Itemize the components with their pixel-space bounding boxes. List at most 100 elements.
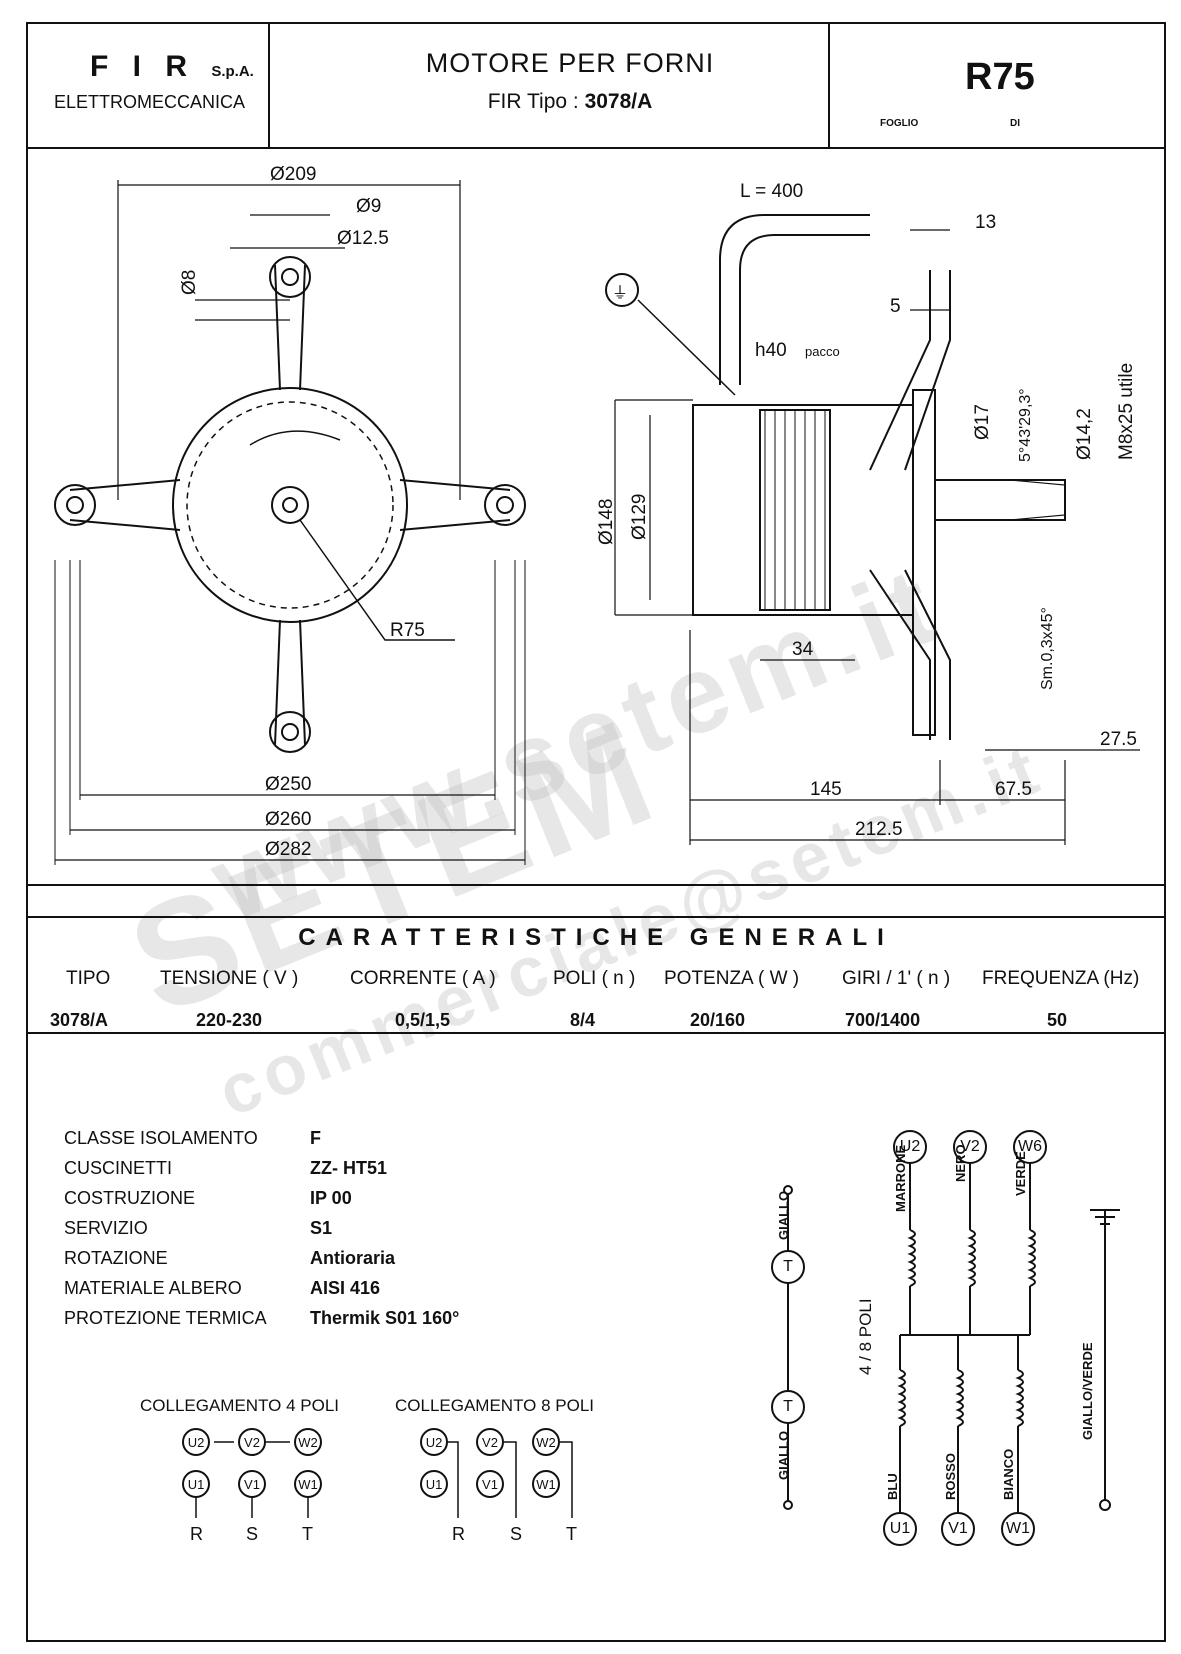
cable [719,214,870,385]
motor-body-outline [172,387,408,623]
terminal-4p-w2: W2 [294,1428,322,1456]
wire-label-rosso: ROSSO [943,1453,958,1500]
phase-4p-s: S [246,1524,259,1544]
col-poli: POLI ( n ) [553,968,636,989]
dim-d9: Ø9 [356,196,381,217]
val-tensione: 220-230 [196,1010,263,1030]
prop-value-bearings: ZZ- HT51 [310,1158,388,1178]
phase-4p-r: R [190,1524,203,1544]
phase-4p-t: T [302,1524,313,1544]
terminal-4p-v2: V2 [238,1428,266,1456]
dim-r75: R75 [390,620,425,641]
specs-bottom-divider [28,1032,1164,1034]
terminal-4p-u2: U2 [182,1428,210,1456]
wiring-terminal-w6: W6 [1013,1130,1047,1164]
wire-label-giallo-top: GIALLO [776,1190,791,1240]
company-name: F I R S.p.A. [90,50,254,83]
specs-title: CARATTERISTICHE GENERALI [298,924,894,951]
motor-inner-dashed [186,401,394,609]
drawing-code: R75 [965,56,1035,98]
dim-pacco: pacco [805,344,840,359]
col-potenza: POTENZA ( W ) [664,968,800,989]
thermal-protector-top: T [771,1250,805,1284]
company-division: ELETTROMECCANICA [54,92,246,112]
prop-label-construction: COSTRUZIONE [64,1188,196,1208]
terminal-4p-u1: U1 [182,1470,210,1498]
prop-value-thermal-protection: Thermik S01 160° [310,1308,460,1328]
terminal-8p-v2: V2 [476,1428,504,1456]
terminal-8p-v1: V1 [476,1470,504,1498]
dim-d125: Ø12.5 [337,228,389,249]
bottom-lug [269,711,311,753]
col-frequenza: FREQUENZA (Hz) [982,968,1140,989]
wire-label-bianco: BIANCO [1001,1448,1016,1500]
mounting-bracket-top [869,270,951,471]
wire-label-blu: BLU [885,1473,900,1500]
shaft-hub [271,486,309,524]
eight-pole-title: COLLEGAMENTO 8 POLI [395,1396,595,1415]
wire-label-giallo-bottom: GIALLO [776,1430,791,1480]
prop-value-construction: IP 00 [310,1188,352,1208]
dim-d675: 67.5 [995,779,1032,800]
document-title: MOTORE PER FORNI [425,48,715,78]
wiring-terminal-u2: U2 [893,1130,927,1164]
wiring-terminal-u1: U1 [883,1512,917,1546]
dim-d5: 5 [890,296,901,317]
drawing-frame [26,22,1166,1642]
prop-label-service: SERVIZIO [64,1218,148,1238]
val-tipo: 3078/A [50,1010,109,1030]
prop-value-insulation: F [310,1128,321,1148]
sheet-label: FOGLIO [880,118,919,129]
wiring-schematic [783,1148,1120,1530]
terminal-8p-u2: U2 [420,1428,448,1456]
company-suffix: S.p.A. [211,63,254,80]
wire-label-ground: GIALLO/VERDE [1080,1342,1095,1440]
dim-m8: M8x25 utile [1116,363,1137,460]
val-frequenza: 50 [1047,1010,1068,1030]
dim-d17: Ø17 [972,404,993,440]
fan-plate [912,389,936,736]
wire-label-nero: NERO [953,1144,968,1182]
bottom-arm [274,619,306,746]
terminal-8p-w1: W1 [532,1470,560,1498]
prop-label-thermal-protection: PROTEZIONE TERMICA [64,1308,267,1328]
dim-sm: Sm.0,3x45° [1039,607,1056,690]
terminal-8p-u1: U1 [420,1470,448,1498]
ground-icon: ⏚ [612,284,628,302]
shaft-side [934,479,1066,521]
wire-label-marrone: MARRONE [893,1144,908,1212]
technical-drawing: ⏚ Ø209 Ø9 Ø12.5 Ø8 R75 Ø250 Ø260 Ø282 L … [54,164,1140,865]
left-lug [54,484,96,526]
rotation-arrow [249,430,341,446]
terminal-8p-w2: W2 [532,1428,560,1456]
type-value: 3078/A [584,90,653,113]
shaft-center [282,497,298,513]
of-label: DI [1010,118,1020,129]
dim-l400: L = 400 [740,181,803,202]
dim-d2125: 212.5 [855,819,903,840]
dim-d250: Ø250 [265,774,311,795]
wire-label-verde: VERDE [1013,1151,1028,1196]
dim-d260: Ø260 [265,809,311,830]
wiring-terminal-v1: V1 [941,1512,975,1546]
terminal-4p-v1: V1 [238,1470,266,1498]
col-tipo: TIPO [66,968,111,989]
prop-label-shaft-material: MATERIALE ALBERO [64,1278,242,1298]
val-poli: 8/4 [570,1010,596,1030]
prop-label-insulation: CLASSE ISOLAMENTO [64,1128,258,1148]
dim-d209: Ø209 [270,164,316,185]
dim-d129: Ø129 [629,494,650,540]
val-potenza: 20/160 [690,1010,746,1030]
specs-top-divider [28,884,1164,886]
dim-d282: Ø282 [265,839,311,860]
col-giri: GIRI / 1' ( n ) [842,968,951,989]
dim-h40: h40 [755,340,787,361]
prop-label-rotation: ROTAZIONE [64,1248,168,1268]
right-lug [484,484,526,526]
terminal-4p-w1: W1 [294,1470,322,1498]
right-arm [399,479,511,531]
dim-d13: 13 [975,212,996,233]
header-col-divider-1 [268,24,270,147]
dim-d275: 27.5 [1100,729,1137,750]
document-type: FIR Tipo : 3078/A [487,90,653,113]
